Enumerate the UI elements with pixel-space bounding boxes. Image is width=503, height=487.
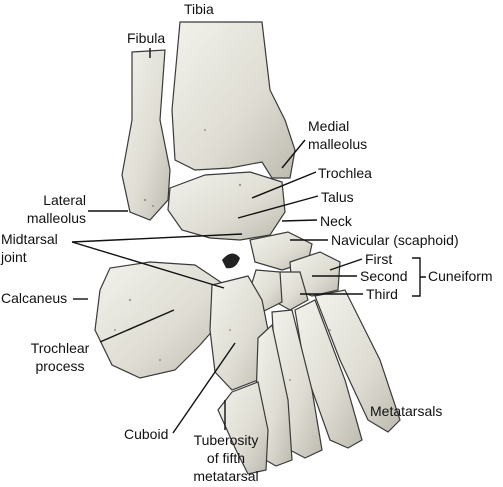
label-navicular: Navicular (scaphoid): [331, 232, 459, 248]
label-trochlear-process: Trochlear process: [30, 340, 90, 374]
label-first-cuneiform: First: [365, 251, 393, 267]
tibia-bone: [171, 21, 296, 179]
leader-trochlea: [251, 171, 317, 199]
leader-neck: [281, 219, 318, 222]
label-neck: Neck: [320, 213, 352, 229]
leader-midtarsal-1: [71, 233, 243, 243]
cuneiform-bracket: [412, 257, 426, 297]
label-midtarsal-joint: Midtarsal joint: [1, 231, 58, 265]
fibula-bone: [121, 49, 171, 221]
label-talus: Talus: [321, 189, 354, 205]
label-tuberosity-fifth-metatarsal: Tuberosity of fifth metatarsal: [193, 432, 259, 484]
label-lateral-malleolus: Lateral malleolus: [26, 192, 86, 226]
label-metatarsals: Metatarsals: [370, 403, 443, 419]
leader-trochlear-process: [99, 309, 175, 343]
metatarsal-5: [217, 381, 269, 475]
metatarsal-1: [314, 289, 401, 433]
label-calcaneus: Calcaneus: [1, 290, 68, 306]
leader-cuboid: [172, 342, 236, 434]
label-cuneiform: Cuneiform: [428, 268, 493, 284]
sinus-tarsi: [222, 253, 240, 269]
label-medial-malleolus: Medial malleolus: [308, 118, 368, 152]
leader-medial-malleolus: [281, 139, 306, 169]
leader-talus: [237, 195, 319, 219]
label-third-cuneiform: Third: [366, 286, 398, 302]
leader-midtarsal-2: [71, 241, 225, 289]
label-trochlea: Trochlea: [318, 165, 372, 181]
label-second-cuneiform: Second: [360, 268, 408, 284]
leader-first: [329, 258, 363, 271]
label-fibula: Fibula: [127, 30, 166, 46]
talus-bone: [167, 171, 286, 241]
label-cuboid: Cuboid: [124, 426, 169, 442]
label-tibia: Tibia: [184, 1, 214, 17]
